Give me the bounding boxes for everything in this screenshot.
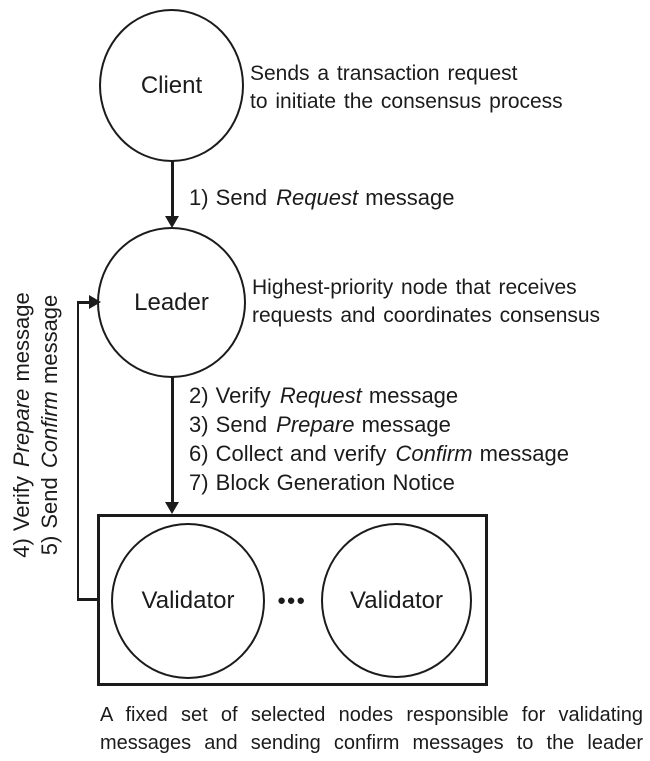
leader-node: Leader — [97, 227, 246, 378]
edge-labels-steps-4-5: 4) Verify Prepare message 5) Send Confir… — [8, 260, 64, 590]
edge-labels-steps-2-3-6-7: 2) Verify Request message 3) Send Prepar… — [189, 381, 569, 497]
edge-label-step-5: 5) Send Confirm message — [36, 260, 64, 590]
feedback-arrow-vertical-line — [76, 301, 79, 600]
validator-left-label: Validator — [141, 587, 235, 614]
arrow-client-to-leader-line — [171, 161, 174, 218]
caption-line-1: A fixed set of selected nodes responsibl… — [100, 704, 643, 726]
step-5-prefix: 5) Send — [37, 470, 62, 556]
step-3-suffix: message — [354, 412, 451, 437]
edge-label-step-1: 1) Send Request message — [189, 184, 455, 212]
edge-label-step-2: 2) Verify Request message — [189, 381, 569, 410]
validator-node-left: Validator — [111, 523, 265, 679]
leader-node-label: Leader — [134, 288, 209, 316]
validator-group-caption: A fixed set of selected nodes responsibl… — [100, 702, 643, 757]
step-2-prefix: 2) Verify — [189, 383, 278, 408]
client-note: Sends a transaction request to initiate … — [250, 60, 563, 116]
arrow-leader-to-validators-head-icon — [165, 502, 179, 514]
feedback-arrow-head-icon — [89, 295, 101, 309]
edge-label-step-6: 6) Collect and verify Confirm message — [189, 439, 569, 468]
edge-label-step-3: 3) Send Prepare message — [189, 410, 569, 439]
client-note-line-1: Sends a transaction request — [250, 62, 518, 85]
step-2-keyword: Request — [279, 383, 362, 408]
leader-note-line-1: Highest-priority node that receives — [252, 276, 577, 299]
step-7-text: 7) Block Generation Notice — [189, 470, 455, 495]
caption-line-2: messages and sending confirm messages to… — [100, 731, 643, 754]
feedback-arrow-top-segment — [77, 301, 90, 304]
step-1-suffix: message — [358, 185, 455, 210]
step-1-prefix: 1) Send — [189, 185, 275, 210]
validator-right-label: Validator — [350, 586, 443, 614]
step-4-prefix: 4) Verify — [9, 468, 34, 558]
step-6-keyword: Confirm — [395, 441, 473, 466]
client-note-line-2: to initiate the consensus process — [250, 90, 563, 113]
step-5-keyword: Confirm — [37, 391, 62, 469]
step-4-suffix: message — [9, 292, 34, 389]
arrow-client-to-leader-head-icon — [165, 216, 179, 228]
step-3-prefix: 3) Send — [189, 412, 275, 437]
client-node-label: Client — [140, 71, 203, 99]
step-2-suffix: message — [361, 383, 459, 408]
step-6-prefix: 6) Collect and verify — [189, 441, 394, 466]
edge-label-step-4: 4) Verify Prepare message — [8, 260, 36, 590]
step-3-keyword: Prepare — [276, 412, 355, 437]
edge-label-step-7: 7) Block Generation Notice — [189, 468, 569, 497]
step-5-suffix: message — [37, 294, 62, 392]
client-node: Client — [99, 9, 244, 162]
step-4-keyword: Prepare — [9, 388, 34, 467]
feedback-arrow-bottom-segment — [77, 598, 99, 601]
validator-node-right: Validator — [321, 523, 472, 678]
step-1-keyword: Request — [276, 185, 359, 210]
step-6-suffix: message — [472, 441, 569, 466]
arrow-leader-to-validators-line — [171, 377, 174, 504]
leader-note-line-2: requests and coordinates consensus — [252, 304, 601, 327]
ellipsis-icon: ●●● — [277, 592, 306, 609]
leader-note: Highest-priority node that receives requ… — [252, 274, 600, 330]
